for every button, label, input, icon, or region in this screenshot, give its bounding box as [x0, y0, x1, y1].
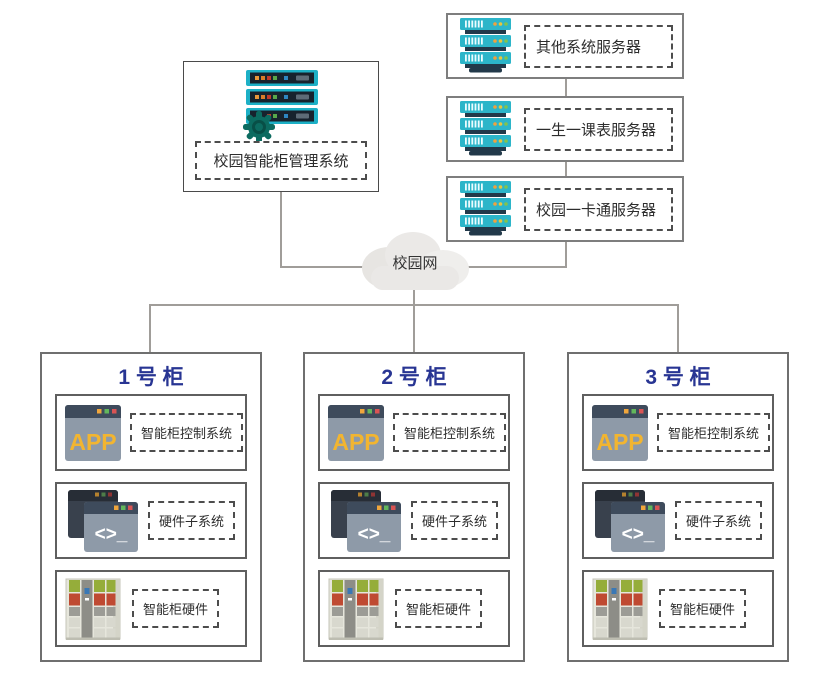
item-label: 硬件子系统 — [148, 501, 236, 540]
smart-cabinet-control-item: APP 智能柜控制系统 — [55, 394, 247, 471]
item-label: 硬件子系统 — [675, 501, 763, 540]
server-label: 校园一卡通服务器 — [524, 187, 673, 231]
server-label: 其他系统服务器 — [524, 24, 673, 68]
cabinet-title: 3 号 柜 — [645, 366, 711, 389]
connector-line — [565, 79, 567, 96]
management-system-box: 校园智能柜管理系统 — [183, 61, 379, 192]
connector-line — [565, 162, 567, 176]
app-icon-text: APP — [69, 429, 116, 455]
code-icon-text: <>_ — [622, 524, 655, 545]
code-icon-text: <>_ — [95, 524, 128, 545]
cabinet-1: 1 号 柜 APP 智能柜控制系统 <> — [40, 352, 262, 662]
hardware-subsystem-item: <>_ 硬件子系统 — [582, 482, 774, 559]
server-box-campus-card: 校园一卡通服务器 — [446, 176, 684, 242]
cabinet-title: 1 号 柜 — [118, 366, 184, 389]
item-label: 智能柜硬件 — [132, 589, 220, 628]
management-server-gear-icon — [243, 70, 318, 143]
connector-line — [149, 304, 151, 352]
code-icon-text: <>_ — [358, 524, 391, 545]
smart-cabinet-control-item: APP 智能柜控制系统 — [318, 394, 510, 471]
hardware-subsystem-item: <>_ 硬件子系统 — [318, 482, 510, 559]
item-label: 智能柜硬件 — [659, 589, 747, 628]
item-label: 智能柜硬件 — [395, 589, 483, 628]
server-rack-icon — [460, 181, 511, 236]
server-rack-icon — [460, 18, 511, 73]
cabinet-hardware-item: 智能柜硬件 — [318, 570, 510, 647]
locker-cabinet-icon — [65, 578, 121, 640]
cabinet-2: 2 号 柜 APP 智能柜控制系统 <> — [303, 352, 525, 662]
app-window-icon: APP — [65, 404, 121, 461]
network-label: 校园网 — [392, 255, 438, 272]
locker-cabinet-icon — [328, 578, 384, 640]
connector-line — [565, 242, 567, 268]
server-box-other-systems: 其他系统服务器 — [446, 13, 684, 79]
connector-line — [413, 304, 415, 352]
cabinet-hardware-item: 智能柜硬件 — [582, 570, 774, 647]
code-terminal-icon: <>_ — [68, 489, 138, 552]
server-box-schedule: 一生一课表服务器 — [446, 96, 684, 162]
gear-icon — [243, 111, 275, 143]
app-window-icon: APP — [592, 404, 648, 461]
server-rack-icon — [460, 101, 511, 156]
server-label: 一生一课表服务器 — [524, 107, 673, 151]
item-label: 硬件子系统 — [411, 501, 499, 540]
cabinet-3: 3 号 柜 APP 智能柜控制系统 <> — [567, 352, 789, 662]
item-label: 智能柜控制系统 — [657, 413, 771, 452]
item-label: 智能柜控制系统 — [393, 413, 507, 452]
item-label: 智能柜控制系统 — [130, 413, 244, 452]
management-system-label: 校园智能柜管理系统 — [195, 141, 367, 180]
cabinet-hardware-item: 智能柜硬件 — [55, 570, 247, 647]
app-window-icon: APP — [328, 404, 384, 461]
connector-line — [413, 290, 415, 306]
hardware-subsystem-item: <>_ 硬件子系统 — [55, 482, 247, 559]
cabinet-title: 2 号 柜 — [381, 366, 447, 389]
campus-network-cloud: 校园网 — [353, 228, 477, 294]
cloud-icon — [362, 232, 469, 290]
smart-cabinet-control-item: APP 智能柜控制系统 — [582, 394, 774, 471]
code-terminal-icon: <>_ — [331, 489, 401, 552]
connector-line — [280, 191, 282, 268]
code-terminal-icon: <>_ — [595, 489, 665, 552]
app-icon-text: APP — [332, 429, 379, 455]
connector-line — [677, 304, 679, 352]
app-icon-text: APP — [596, 429, 643, 455]
locker-cabinet-icon — [592, 578, 648, 640]
